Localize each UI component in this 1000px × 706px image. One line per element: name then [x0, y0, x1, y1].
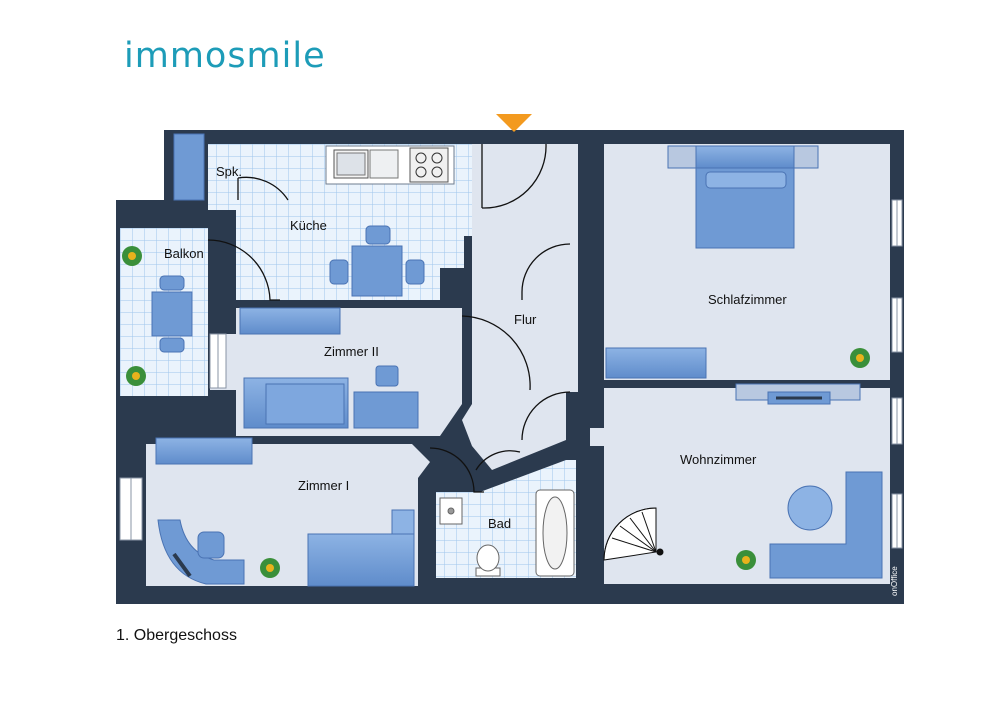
- room1-furniture: [155, 437, 415, 587]
- label-speisekammer: Spk.: [216, 164, 242, 179]
- floor-wohnzimmer: [590, 388, 890, 584]
- label-zimmer2: Zimmer II: [324, 344, 379, 359]
- label-bad: Bad: [488, 516, 511, 531]
- doors: [207, 143, 571, 493]
- brand-logo: immosmile: [124, 36, 326, 76]
- kitchen-dining-set: [329, 225, 425, 297]
- label-schlafzimmer: Schlafzimmer: [708, 292, 787, 307]
- label-wohnzimmer: Wohnzimmer: [680, 452, 757, 467]
- label-flur: Flur: [514, 312, 537, 327]
- plants: [122, 246, 870, 578]
- bathroom-fixtures: [439, 489, 575, 577]
- watermark: onOffice: [890, 566, 899, 596]
- floor-caption: 1. Obergeschoss: [116, 627, 237, 644]
- living-furniture: [735, 383, 883, 579]
- spiral-staircase: [603, 507, 664, 561]
- floor-flur: [462, 144, 578, 470]
- label-kueche: Küche: [290, 218, 327, 233]
- floor-speisekammer: [208, 144, 238, 200]
- windows: [119, 199, 903, 549]
- label-zimmer1: Zimmer I: [298, 478, 349, 493]
- pantry-shelf: [173, 133, 205, 201]
- balcony-dining-set: [151, 275, 193, 353]
- room2-furniture: [239, 307, 419, 429]
- entrance-arrow: [496, 114, 532, 132]
- kitchen-counter: [325, 145, 455, 185]
- label-balkon: Balkon: [164, 246, 204, 261]
- bedroom-furniture: [605, 145, 819, 379]
